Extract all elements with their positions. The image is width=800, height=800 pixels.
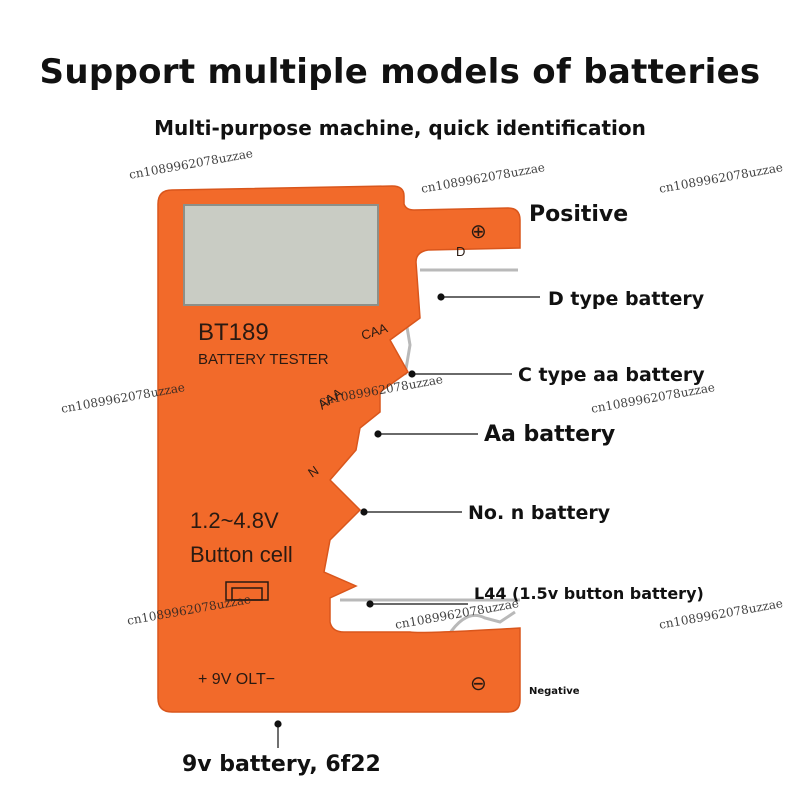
tester-body (157, 185, 521, 713)
callout-n: No. n battery (468, 502, 611, 524)
positive-icon: ⊕ (470, 221, 487, 243)
callout-aa: Aa battery (484, 422, 616, 447)
model-label: BT189 (198, 319, 269, 346)
callout-lines (274, 293, 540, 748)
negative-icon: ⊖ (470, 673, 487, 695)
page-title: Support multiple models of batteries (39, 52, 761, 92)
callout-c-type: C type aa battery (518, 364, 705, 386)
button-cell-label: Button cell (190, 542, 293, 567)
callout-l44: L44 (1.5v button battery) (474, 584, 704, 603)
device-name-label: BATTERY TESTER (198, 351, 329, 368)
callout-negative: Negative (529, 686, 580, 697)
page-subtitle: Multi-purpose machine, quick identificat… (154, 116, 646, 140)
lcd-screen (183, 204, 379, 306)
nine-volt-label: + 9V OLT− (198, 671, 275, 688)
callout-nine-v: 9v battery, 6f22 (182, 752, 381, 777)
button-cell-icon (225, 581, 269, 601)
slot-d-label: D (456, 244, 465, 259)
voltage-range-label: 1.2~4.8V (190, 508, 279, 533)
callout-positive: Positive (529, 202, 629, 227)
callout-d-type: D type battery (548, 288, 705, 310)
